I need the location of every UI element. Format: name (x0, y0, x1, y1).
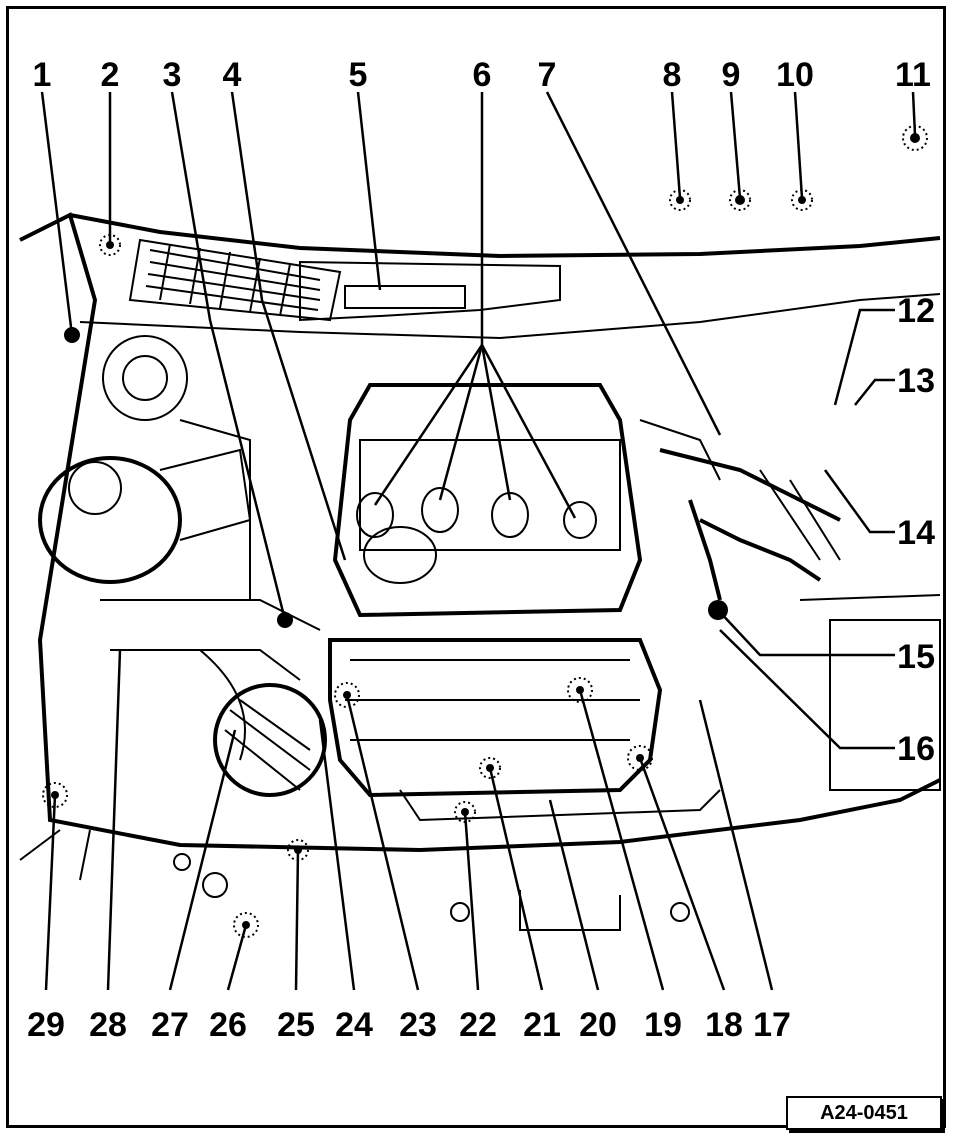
callout-9: 9 (722, 56, 741, 94)
callout-numbers-top: 1 2 3 4 5 6 7 8 9 10 11 (33, 56, 931, 94)
callout-1: 1 (33, 56, 52, 94)
callout-17: 17 (753, 1006, 791, 1044)
cowl-grille (128, 238, 342, 322)
callout-25: 25 (277, 1006, 315, 1044)
callout-2: 2 (101, 56, 120, 94)
engine-line-art (19, 212, 941, 931)
callout-26: 26 (209, 1006, 247, 1044)
leader-lines (40, 91, 917, 991)
callout-16: 16 (897, 730, 935, 768)
callout-29: 29 (27, 1006, 65, 1044)
callout-24: 24 (335, 1006, 373, 1044)
callout-7: 7 (538, 56, 557, 94)
reference-code-label: A24-0451 (786, 1096, 942, 1130)
callout-12: 12 (897, 292, 935, 330)
callout-4: 4 (223, 56, 242, 94)
callout-11: 11 (895, 56, 931, 94)
callout-6: 6 (473, 56, 492, 94)
callout-21: 21 (523, 1006, 561, 1044)
callout-27: 27 (151, 1006, 189, 1044)
callout-10: 10 (776, 56, 814, 94)
callout-22: 22 (459, 1006, 497, 1044)
callout-23: 23 (399, 1006, 437, 1044)
callout-3: 3 (163, 56, 182, 94)
callout-18: 18 (705, 1006, 743, 1044)
callout-14: 14 (897, 514, 935, 552)
callout-19: 19 (644, 1006, 682, 1044)
diagram-frame (6, 6, 946, 1128)
callout-numbers-bottom: 29 28 27 26 25 24 23 22 21 20 19 18 17 (27, 1006, 791, 1044)
callout-20: 20 (579, 1006, 617, 1044)
callout-numbers-right: 12 13 14 15 16 (897, 292, 935, 768)
callout-15: 15 (897, 638, 935, 676)
engine-cover (332, 383, 643, 618)
callout-5: 5 (349, 56, 368, 94)
expansion-tank (38, 448, 252, 584)
callout-13: 13 (897, 362, 935, 400)
callout-28: 28 (89, 1006, 127, 1044)
callout-8: 8 (663, 56, 682, 94)
